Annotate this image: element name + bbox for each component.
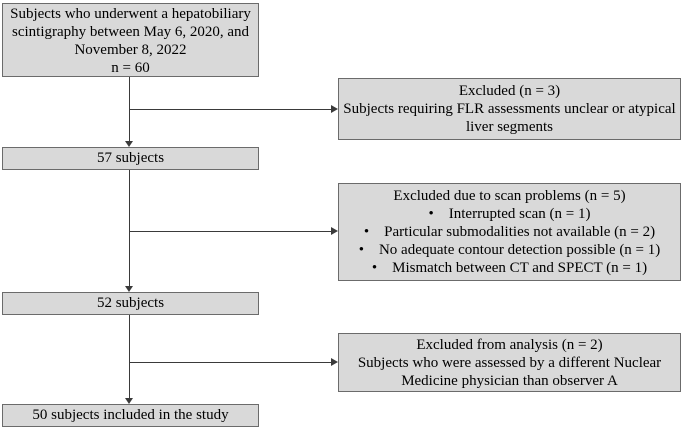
arrowhead-right-3-icon [331,358,338,366]
connector-branch-1 [129,109,331,110]
flow-box-57-subjects: 57 subjects [2,147,259,170]
exclusion-box-scan-problems: Excluded due to scan problems (n = 5) • … [338,183,681,281]
flow-box-initial-cohort: Subjects who underwent a hepatobiliary s… [2,3,259,77]
flow-box-52-subjects: 52 subjects [2,292,259,315]
exclusion-box-flr-assessments: Excluded (n = 3) Subjects requiring FLR … [338,78,681,140]
connector-vertical-3 [129,315,130,399]
arrowhead-down-3-icon [125,398,133,404]
connector-vertical-2 [129,170,130,287]
arrowhead-down-1-icon [125,141,133,147]
connector-branch-3 [129,362,331,363]
flow-box-included-in-study: 50 subjects included in the study [2,404,259,427]
arrowhead-down-2-icon [125,286,133,292]
connector-branch-2 [129,231,331,232]
arrowhead-right-1-icon [331,105,338,113]
exclusion-box-analysis: Excluded from analysis (n = 2) Subjects … [338,333,681,392]
arrowhead-right-2-icon [331,227,338,235]
